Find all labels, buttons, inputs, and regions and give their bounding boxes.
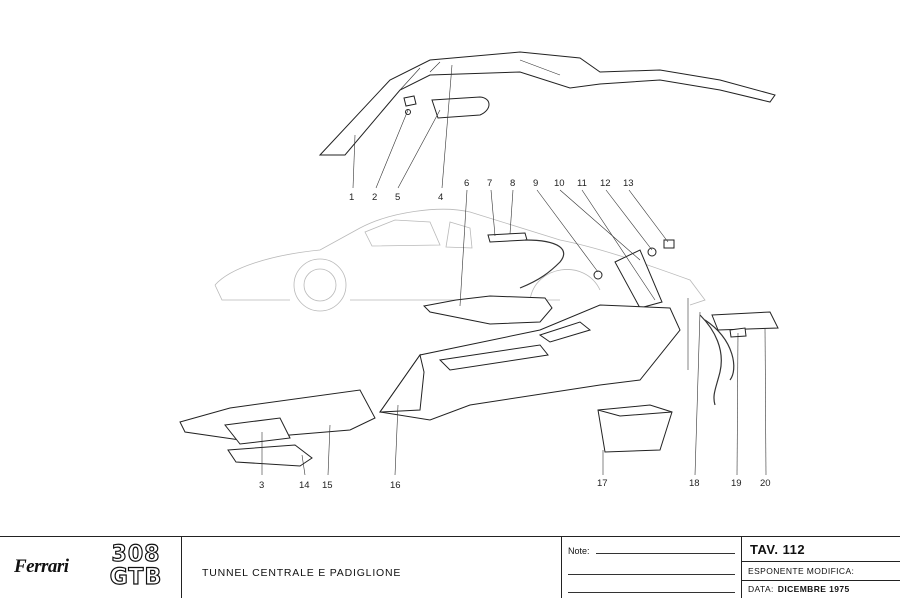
callout-1: 1 <box>349 192 354 203</box>
logo-cell: Ferrari 308 GTB <box>0 537 182 598</box>
callout-2: 2 <box>372 192 377 203</box>
notes-label: Note: <box>568 546 590 556</box>
console-lid <box>614 249 663 309</box>
tunnel-cover-plate <box>422 295 553 325</box>
switch-bracket <box>487 232 528 243</box>
callout-7: 7 <box>487 178 492 189</box>
handbrake-cable <box>519 239 565 289</box>
date-value: DICEMBRE 1975 <box>777 584 850 594</box>
callout-17: 17 <box>597 478 608 489</box>
note-line <box>568 574 735 575</box>
note-line <box>568 592 735 593</box>
lower-plate <box>227 444 313 467</box>
callout-11: 11 <box>577 178 587 189</box>
callout-13: 13 <box>623 178 634 189</box>
grommet <box>593 270 603 280</box>
divider <box>742 580 900 581</box>
callout-3: 3 <box>259 480 264 491</box>
callout-15: 15 <box>322 480 333 491</box>
callout-10: 10 <box>554 178 565 189</box>
brand-logo: Ferrari <box>14 556 69 577</box>
notes-cell: Note: <box>562 537 742 598</box>
callout-5: 5 <box>395 192 400 203</box>
model-number: 308 <box>111 542 161 567</box>
storage-box <box>597 404 673 453</box>
knob <box>663 239 675 249</box>
table-number: TAV. 112 <box>750 542 806 557</box>
callout-14: 14 <box>299 480 310 491</box>
callout-labels: 1 2 5 4 6 7 8 9 10 11 12 13 18 19 20 3 1… <box>259 178 771 491</box>
title-cell: TUNNEL CENTRALE E PADIGLIONE <box>182 537 562 598</box>
tunnel-floor-panel <box>179 389 376 445</box>
washer <box>647 247 657 257</box>
callout-19: 19 <box>731 478 742 489</box>
leader-lines <box>261 64 767 476</box>
revision-label: ESPONENTE MODIFICA: <box>748 566 855 576</box>
visor-clip <box>403 95 417 115</box>
callout-4: 4 <box>438 192 443 203</box>
note-line <box>596 553 735 554</box>
model-variant: GTB <box>109 565 163 590</box>
callout-6: 6 <box>464 178 469 189</box>
date-label: DATA: <box>748 584 774 594</box>
callout-16: 16 <box>390 480 401 491</box>
callout-9: 9 <box>533 178 538 189</box>
callout-18: 18 <box>689 478 700 489</box>
model-badge: 308 GTB <box>98 542 174 590</box>
switch-panel <box>711 311 779 338</box>
table-number-cell: TAV. 112 ESPONENTE MODIFICA: DATA:DICEMB… <box>742 537 900 598</box>
centre-console <box>379 304 681 421</box>
callout-12: 12 <box>600 178 611 189</box>
drawing-title: TUNNEL CENTRALE E PADIGLIONE <box>202 567 402 579</box>
roof-panel <box>318 51 776 156</box>
sun-visor <box>431 96 490 119</box>
title-block: Ferrari 308 GTB TUNNEL CENTRALE E PADIGL… <box>0 536 900 598</box>
wiring-harness <box>687 298 735 406</box>
callout-20: 20 <box>760 478 771 489</box>
date-row: DATA:DICEMBRE 1975 <box>748 584 850 594</box>
exploded-parts-diagram: 1 2 5 4 6 7 8 9 10 11 12 13 18 19 20 3 1… <box>179 51 779 491</box>
callout-8: 8 <box>510 178 515 189</box>
divider <box>742 561 900 562</box>
